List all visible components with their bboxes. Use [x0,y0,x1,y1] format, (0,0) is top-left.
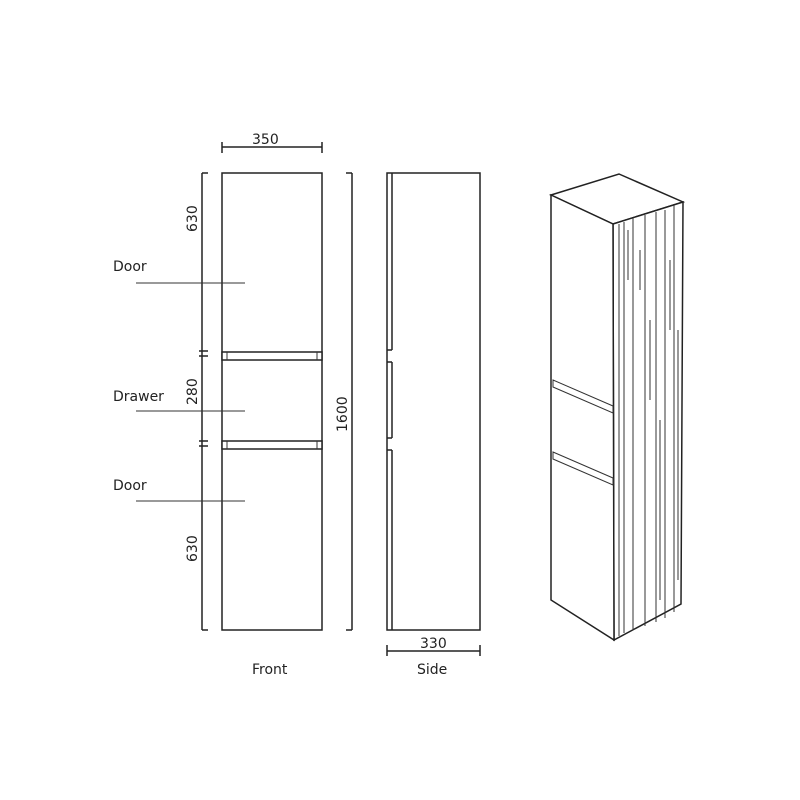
door-top-label: Door [113,259,147,275]
top-separator [221,351,323,361]
width-label: 350 [252,132,279,148]
total-height-dimension: 1600 [335,172,353,631]
callouts: Door Drawer Door [113,259,245,502]
iso-top-handle [552,379,614,414]
bottom-separator [221,440,323,450]
depth-label: 330 [420,636,447,652]
door-top-height-label: 630 [185,205,201,232]
drawer-height-label: 280 [185,378,201,405]
door-bottom-label: Door [113,478,147,494]
isometric-view [548,173,686,642]
width-dimension: 350 [221,132,323,153]
depth-dimension: 330 [386,636,481,656]
iso-bottom-handle [552,451,614,486]
front-view: 350 630 280 630 1600 Door Drawer [113,132,353,678]
front-view-label: Front [252,662,288,678]
side-view-label: Side [417,662,447,678]
iso-wood-grain [618,205,679,636]
door-bottom-height-label: 630 [185,535,201,562]
iso-front [550,193,615,642]
drawer-label: Drawer [113,389,164,405]
side-view: 330 Side [386,172,481,678]
section-dimensions: 630 280 630 [185,172,208,631]
side-outline [386,172,481,631]
front-outline [221,172,323,631]
total-height-label: 1600 [335,396,351,432]
